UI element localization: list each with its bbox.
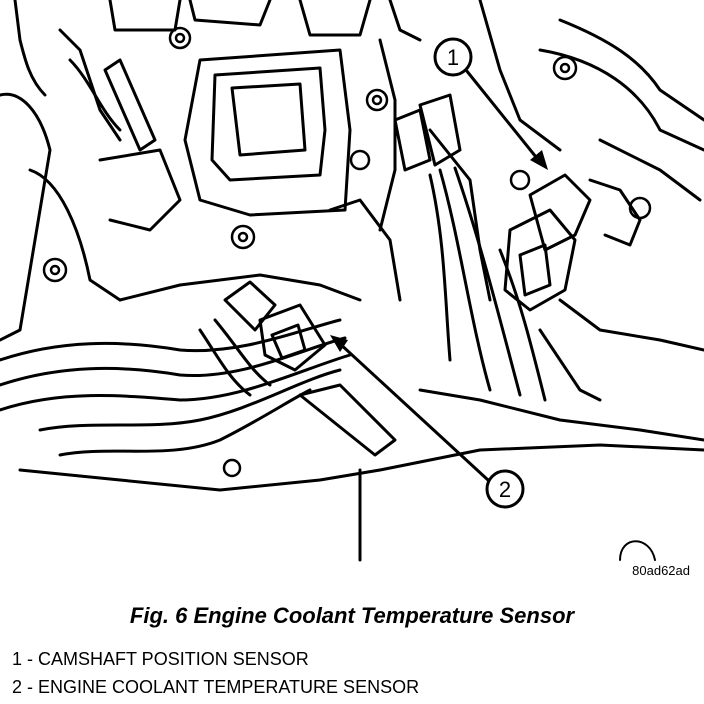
legend-item-1: 1 - CAMSHAFT POSITION SENSOR (12, 649, 309, 669)
engine-line-drawing: 1 2 80ad62ad (0, 0, 704, 578)
art-id-label: 80ad62ad (632, 563, 690, 578)
bolt-heads (42, 26, 652, 478)
callout-1-leader (464, 68, 542, 164)
callout-1-circle (433, 37, 473, 77)
engine-harness-bundle (0, 318, 352, 457)
callout-2-arrowhead (330, 335, 348, 352)
callout-1-arrowhead (530, 150, 548, 170)
figure-caption: Fig. 6 Engine Coolant Temperature Sensor (129, 603, 575, 628)
camshaft-sensor-wires (428, 166, 547, 402)
callout-2-leader (336, 340, 490, 482)
art-id-mark (619, 540, 656, 561)
thermostat-housing (183, 48, 352, 217)
callout-2-circle (485, 469, 525, 509)
camshaft-position-sensor (393, 93, 642, 312)
engine-block-outline (0, 92, 52, 342)
legend-item-2: 2 - ENGINE COOLANT TEMPERATURE SENSOR (12, 677, 420, 697)
callout-2-number: 2 (499, 477, 511, 502)
callout-1-number: 1 (447, 45, 459, 70)
